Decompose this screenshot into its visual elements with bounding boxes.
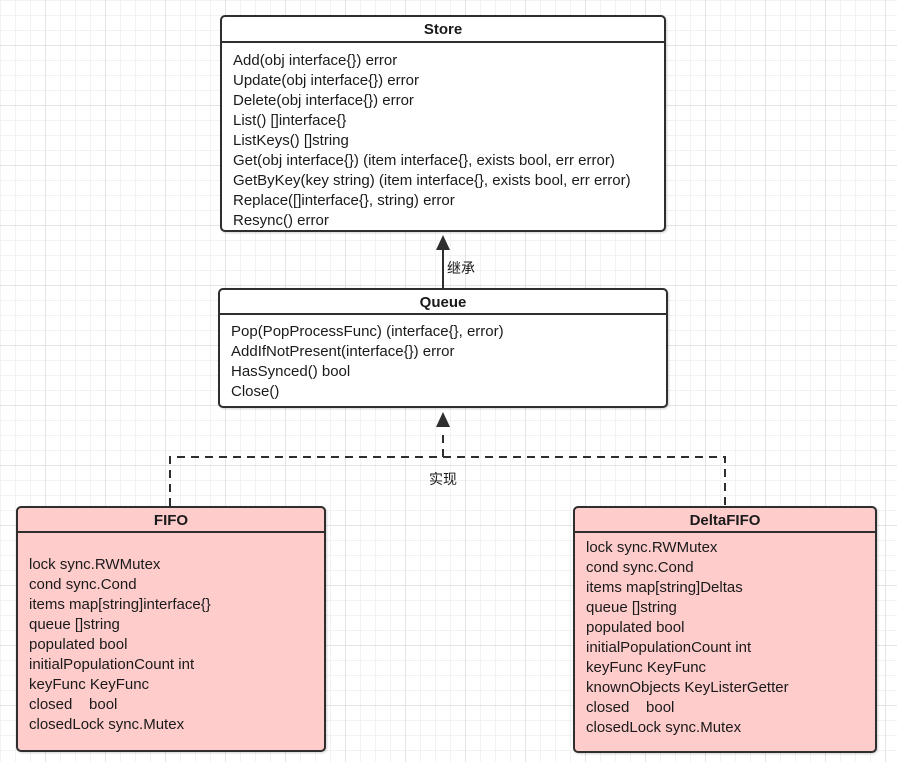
class-title-fifo: FIFO: [18, 508, 324, 533]
class-member: Get(obj interface{}) (item interface{}, …: [233, 152, 615, 169]
class-member: keyFunc KeyFunc: [586, 659, 707, 676]
class-box-store: Store Add(obj interface{}) error Update(…: [220, 15, 666, 232]
implementation-arrowhead-icon: [436, 412, 450, 427]
class-member: knownObjects KeyListerGetter: [586, 679, 789, 696]
class-member: cond sync.Cond: [586, 559, 694, 576]
class-member: closed bool: [586, 699, 675, 716]
class-member: Resync() error: [233, 212, 329, 229]
class-member: populated bool: [29, 636, 128, 653]
class-member: closedLock sync.Mutex: [586, 719, 742, 736]
class-member: Replace([]interface{}, string) error: [233, 192, 455, 209]
class-member: items map[string]Deltas: [586, 579, 743, 596]
class-title-deltafifo: DeltaFIFO: [575, 508, 875, 533]
class-box-fifo: FIFO lock sync.RWMutex cond sync.Cond it…: [16, 506, 326, 752]
class-member: initialPopulationCount int: [586, 639, 752, 656]
class-member: lock sync.RWMutex: [29, 556, 161, 573]
relation-label-implement: 实现: [429, 471, 457, 487]
relation-label-inherit: 继承: [447, 260, 475, 276]
class-member: Close(): [231, 383, 280, 400]
class-member: cond sync.Cond: [29, 576, 137, 593]
class-member: items map[string]interface{}: [29, 596, 211, 613]
class-member: Pop(PopProcessFunc) (interface{}, error): [231, 323, 504, 340]
class-member: ListKeys() []string: [233, 132, 349, 149]
class-member: populated bool: [586, 619, 685, 636]
class-member: closed bool: [29, 696, 118, 713]
class-title-store: Store: [222, 17, 664, 43]
class-member: Add(obj interface{}) error: [233, 52, 398, 69]
class-box-deltafifo: DeltaFIFO lock sync.RWMutex cond sync.Co…: [573, 506, 877, 753]
class-body-fifo: lock sync.RWMutex cond sync.Cond items m…: [18, 533, 324, 735]
class-body-deltafifo: lock sync.RWMutex cond sync.Cond items m…: [575, 533, 875, 738]
class-member: queue []string: [586, 599, 677, 616]
class-member: closedLock sync.Mutex: [29, 716, 185, 733]
class-member: lock sync.RWMutex: [586, 539, 718, 556]
class-member: Delete(obj interface{}) error: [233, 92, 414, 109]
class-member: Update(obj interface{}) error: [233, 72, 419, 89]
class-box-queue: Queue Pop(PopProcessFunc) (interface{}, …: [218, 288, 668, 408]
class-body-store: Add(obj interface{}) error Update(obj in…: [222, 43, 664, 231]
class-body-queue: Pop(PopProcessFunc) (interface{}, error)…: [220, 315, 666, 402]
class-member: List() []interface{}: [233, 112, 347, 129]
class-member: HasSynced() bool: [231, 363, 351, 380]
class-member: GetByKey(key string) (item interface{}, …: [233, 172, 631, 189]
class-member: AddIfNotPresent(interface{}) error: [231, 343, 455, 360]
class-member: initialPopulationCount int: [29, 656, 195, 673]
class-member: queue []string: [29, 616, 120, 633]
class-title-queue: Queue: [220, 290, 666, 315]
inheritance-arrowhead-icon: [436, 235, 450, 250]
class-member: keyFunc KeyFunc: [29, 676, 150, 693]
